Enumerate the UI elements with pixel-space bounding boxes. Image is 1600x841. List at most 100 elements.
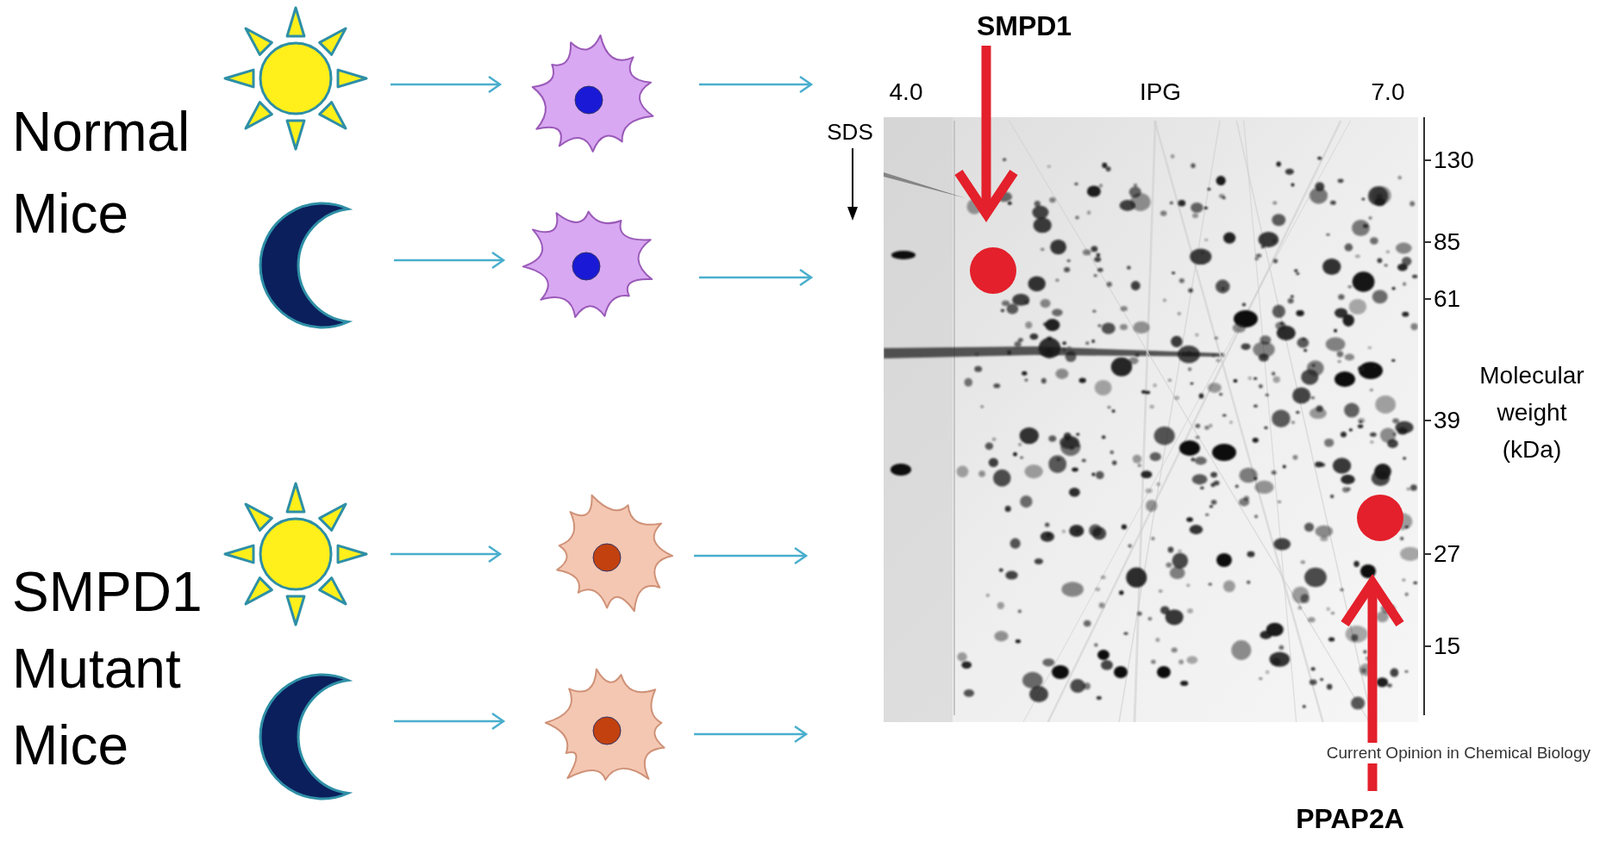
protein-spot <box>1097 268 1103 273</box>
cell-body <box>523 212 652 318</box>
protein-spot <box>1018 337 1024 343</box>
protein-spot <box>1361 198 1365 201</box>
arrow-head <box>800 269 812 286</box>
protein-spot <box>1277 500 1282 504</box>
arrow-shaft <box>699 83 812 87</box>
protein-spot <box>1153 383 1157 388</box>
protein-spot <box>1295 310 1304 317</box>
protein-spot <box>1025 300 1030 306</box>
protein-spot <box>1041 378 1047 384</box>
protein-spot <box>1326 233 1331 237</box>
protein-spot <box>1320 536 1329 542</box>
gene-label: SMPD1 <box>976 10 1072 43</box>
protein-spot <box>1309 679 1318 686</box>
protein-spot <box>1402 456 1407 460</box>
protein-spot <box>1005 506 1012 513</box>
protein-spot <box>1211 482 1216 488</box>
protein-spot <box>1162 299 1167 303</box>
protein-spot <box>1331 612 1335 615</box>
protein-spot <box>1386 250 1390 254</box>
protein-spot <box>1172 553 1189 569</box>
protein-spot <box>1273 376 1281 383</box>
protein-spot <box>1204 206 1208 210</box>
sun-ray <box>245 504 272 531</box>
arrow-shaft <box>693 555 807 558</box>
protein-spot <box>1348 285 1353 288</box>
protein-spot <box>1272 201 1277 206</box>
protein-spot <box>1372 289 1388 304</box>
sun-ray <box>287 120 305 150</box>
protein-spot <box>1215 280 1231 294</box>
protein-spot <box>1253 377 1257 381</box>
protein-spot <box>1101 322 1116 334</box>
protein-spot <box>1216 358 1221 363</box>
protein-spot <box>1200 487 1204 490</box>
protein-spot <box>1402 282 1407 287</box>
protein-spot <box>1067 259 1071 263</box>
protein-spot <box>1357 366 1365 372</box>
protein-spot <box>1218 193 1225 199</box>
protein-spot <box>1405 593 1409 597</box>
protein-spot <box>890 463 912 476</box>
protein-spot <box>1169 201 1174 205</box>
flow-arrow <box>699 76 812 93</box>
gel-streak <box>1243 120 1297 723</box>
protein-spot <box>1048 455 1067 474</box>
protein-spot <box>1046 532 1051 538</box>
protein-spot <box>1395 243 1413 255</box>
protein-spot <box>1291 420 1295 425</box>
sun-ray <box>245 102 272 129</box>
protein-spot <box>1186 583 1190 588</box>
gel-streak <box>1154 120 1323 723</box>
protein-spot <box>1132 321 1150 334</box>
protein-spot <box>1119 324 1128 331</box>
flow-arrow <box>390 546 500 563</box>
protein-spot <box>1369 432 1377 438</box>
protein-spot <box>1357 425 1363 429</box>
protein-spot <box>1076 444 1081 449</box>
protein-spot <box>1154 426 1175 445</box>
protein-spot <box>993 383 1000 388</box>
cell-nucleus <box>593 543 621 572</box>
protein-spot <box>1290 294 1294 298</box>
protein-spot <box>1169 567 1186 580</box>
protein-spot <box>1000 308 1005 313</box>
protein-spot <box>1131 281 1141 291</box>
cell-icon <box>556 495 673 612</box>
red-arrow <box>981 45 992 211</box>
axis-label: 4.0 <box>889 78 924 107</box>
sun-icon <box>225 483 367 625</box>
protein-spot <box>1099 184 1103 188</box>
protein-spot <box>1271 470 1277 475</box>
protein-spot <box>980 406 984 409</box>
protein-spot <box>1112 460 1117 465</box>
protein-spot <box>1091 473 1095 477</box>
protein-spot <box>1087 211 1091 215</box>
protein-spot <box>1187 656 1199 664</box>
protein-spot <box>1397 263 1408 271</box>
protein-spot <box>957 652 968 662</box>
protein-spot <box>1097 324 1101 328</box>
protein-spot <box>1326 684 1332 691</box>
protein-spot <box>1344 243 1354 252</box>
protein-spot <box>1189 525 1203 535</box>
protein-spot <box>1171 647 1178 653</box>
protein-spot <box>1192 212 1199 219</box>
gene-label: PPAP2A <box>1295 803 1405 836</box>
protein-spot <box>1024 379 1028 382</box>
protein-spot <box>1141 390 1146 394</box>
protein-spot <box>1291 183 1295 188</box>
protein-spot <box>1092 310 1096 313</box>
protein-spot <box>1049 197 1056 203</box>
protein-spot <box>1063 267 1070 273</box>
protein-spot <box>1406 487 1411 492</box>
protein-spot <box>1137 463 1142 468</box>
protein-spot <box>985 443 994 450</box>
protein-spot <box>1144 391 1150 395</box>
protein-spot <box>1334 371 1356 388</box>
protein-spot <box>1192 474 1208 485</box>
protein-spot <box>1292 387 1311 404</box>
protein-spot <box>1174 396 1180 400</box>
protein-spot <box>1342 487 1350 493</box>
protein-spot <box>1190 382 1194 386</box>
